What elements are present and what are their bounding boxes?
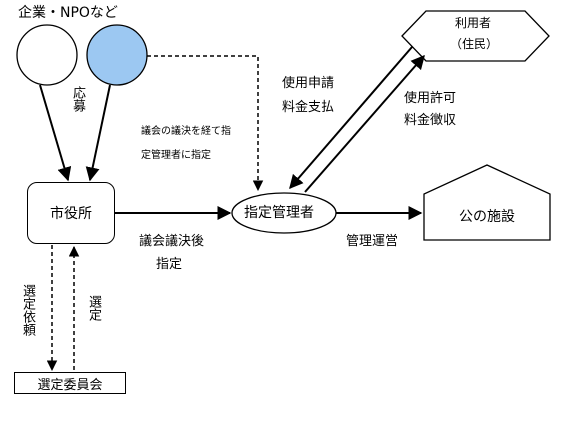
user-hexagon xyxy=(401,10,550,62)
use-application-line1: 使用申請 xyxy=(282,76,335,91)
use-application-line2: 料金支払 xyxy=(282,100,335,115)
npo-circle xyxy=(86,24,148,86)
city-hall-box: 市役所 xyxy=(27,182,115,244)
management-operation-label: 管理運営 xyxy=(346,234,399,249)
council-designation-dashed-arrow xyxy=(147,55,264,192)
public-facility-shape xyxy=(423,164,551,241)
selection-label: 選定 xyxy=(86,295,101,321)
use-application-arrow xyxy=(289,46,413,190)
applicants-label: 企業・NPOなど xyxy=(18,5,118,21)
council-note-line2: 定管理者に指定 xyxy=(141,150,211,161)
use-permission-line1: 使用許可 xyxy=(404,91,457,106)
use-permission-arrow xyxy=(304,54,425,193)
use-permission-line2: 料金徴収 xyxy=(404,113,457,128)
apply-arrow-company xyxy=(39,84,72,182)
user-sub-label: （住民） xyxy=(450,37,499,51)
designated-manager-label: 指定管理者 xyxy=(244,205,314,221)
company-circle xyxy=(16,24,78,86)
selection-request-label: 選定依頼 xyxy=(20,284,35,336)
selection-committee-label: 選定委員会 xyxy=(37,377,103,393)
council-note-line1: 議会の議決を経て指 xyxy=(141,126,231,137)
council-decision-line1: 議会議決後 xyxy=(139,234,205,249)
council-decision-line2: 指定 xyxy=(156,257,183,272)
apply-arrow-npo xyxy=(85,84,111,182)
public-facility-label: 公の施設 xyxy=(459,209,515,225)
user-label: 利用者 xyxy=(455,16,492,30)
selection-committee-box: 選定委員会 xyxy=(14,372,126,394)
city-hall-label: 市役所 xyxy=(50,206,92,222)
apply-label: 応募 xyxy=(70,86,85,112)
